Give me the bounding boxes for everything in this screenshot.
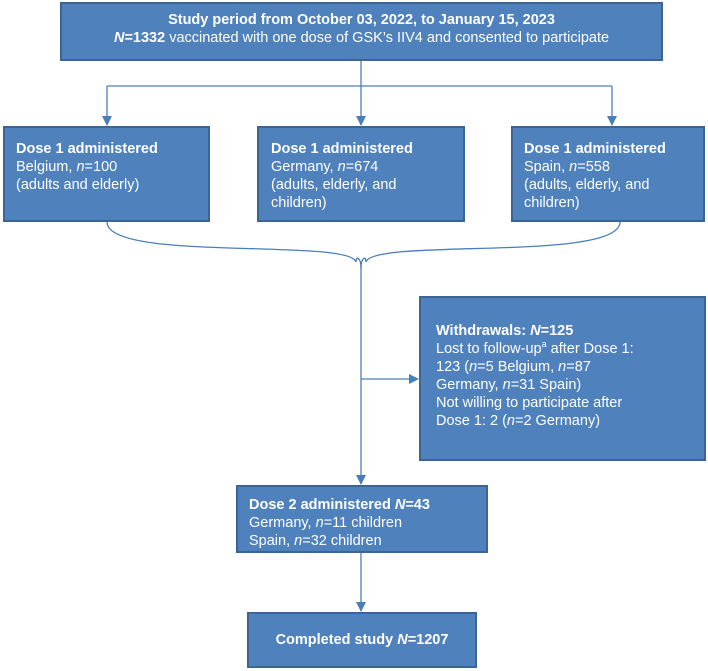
spain-title: Dose 1 administered (524, 141, 666, 157)
dose2-spain-line: Spain, n=32 children (249, 533, 382, 549)
germany-title: Dose 1 administered (271, 141, 413, 157)
study-period-title: Study period from October 03, 2022, to J… (168, 12, 555, 28)
germany-count: Germany, n=674 (271, 159, 379, 175)
germany-note-line: children) (271, 195, 327, 211)
spain-note-line: children) (524, 195, 580, 211)
dose2-title: Dose 2 administered N=43 (249, 497, 430, 513)
lost-to-followup-line: Lost to follow-upa after Dose 1: (436, 339, 634, 357)
spain-count: Spain, n=558 (524, 159, 610, 175)
study-population-line: N=1332 vaccinated with one dose of GSK’s… (113, 30, 610, 46)
completed-study-box: Completed study N=1207 (247, 612, 477, 668)
study-period-box: Study period from October 03, 2022, to J… (60, 2, 663, 61)
completed-title: Completed study N=1207 (275, 632, 449, 648)
withdrawals-box: Withdrawals: N=125 Lost to follow-upa af… (419, 296, 706, 461)
spain-note-line: (adults, elderly, and (524, 177, 650, 193)
not-willing-line: Not willing to participate after (436, 395, 623, 411)
not-willing-count-line: Dose 1: 2 (n=2 Germany) (436, 413, 601, 429)
dose1-germany-box: Dose 1 administered Germany, n=674 (adul… (257, 126, 465, 222)
belgium-count: Belgium, n=100 (16, 159, 118, 175)
lost-count-line: 123 (n=5 Belgium, n=87 (436, 359, 591, 375)
withdrawals-title: Withdrawals: N=125 (436, 323, 574, 339)
dose1-belgium-box: Dose 1 administered Belgium, n=100 (adul… (3, 126, 210, 222)
footnote-marker: a (541, 339, 547, 350)
dose1-spain-box: Dose 1 administered Spain, n=558 (adults… (511, 126, 705, 222)
belgium-note-line: (adults and elderly) (16, 177, 140, 193)
belgium-title: Dose 1 administered (16, 141, 158, 157)
lost-count-line-2: Germany, n=31 Spain) (436, 377, 582, 393)
germany-note-line: (adults, elderly, and (271, 177, 397, 193)
dose2-box: Dose 2 administered N=43 Germany, n=11 c… (236, 485, 488, 553)
dose2-germany-line: Germany, n=11 children (249, 515, 403, 531)
merge-brace (106, 221, 621, 269)
